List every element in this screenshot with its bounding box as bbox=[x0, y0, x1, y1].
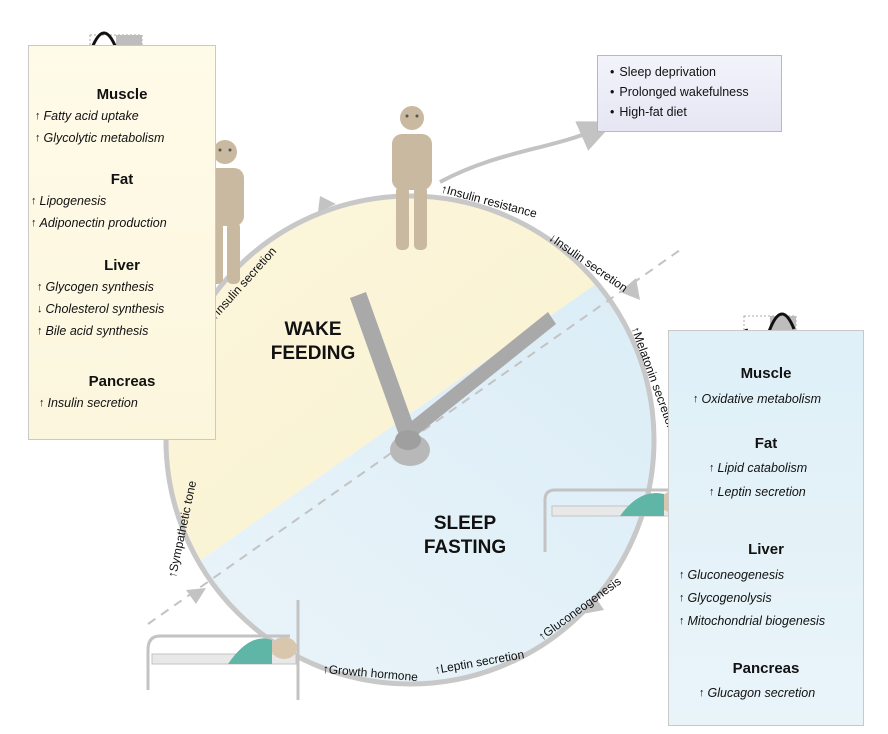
wake-pancreas-effect-1: ↑Insulin secretion bbox=[39, 396, 138, 410]
ring-arrows bbox=[186, 196, 640, 614]
wake-muscle-title: Muscle bbox=[96, 86, 148, 103]
sleep-label-line2: FASTING bbox=[423, 537, 507, 558]
risk-item: High-fat diet bbox=[610, 102, 781, 122]
hour-hand bbox=[350, 292, 416, 438]
up-arrow-icon: ↑ bbox=[709, 486, 715, 498]
up-arrow-icon: ↑ bbox=[39, 397, 45, 409]
wake-liver-effect-3: ↑Bile acid synthesis bbox=[37, 324, 149, 338]
minute-hand bbox=[398, 312, 556, 444]
wake-label-line2: FEEDING bbox=[270, 343, 356, 364]
wake-liver-title: Liver bbox=[104, 257, 140, 274]
up-arrow-icon: ↑ bbox=[693, 393, 699, 405]
sleep-muscle-effect-1: ↑Oxidative metabolism bbox=[693, 392, 821, 406]
sleep-fasting-label: SLEEP FASTING bbox=[410, 512, 520, 560]
wake-fat-effect-1: ↑Lipogenesis bbox=[31, 194, 107, 208]
up-arrow-icon: ↑ bbox=[679, 569, 685, 581]
sleep-fat-effect-1: ↑Lipid catabolism bbox=[709, 461, 808, 475]
up-arrow-icon: ↑ bbox=[709, 462, 715, 474]
up-arrow-icon: ↑ bbox=[37, 281, 43, 293]
sleep-liver-effect-2: ↑Glycogenolysis bbox=[679, 591, 772, 605]
wake-label-line1: WAKE bbox=[284, 319, 342, 340]
sleep-label-line1: SLEEP bbox=[433, 513, 497, 534]
risk-item: Sleep deprivation bbox=[610, 62, 781, 82]
wake-liver-effect-1: ↑Glycogen synthesis bbox=[37, 280, 154, 294]
wake-pancreas-title: Pancreas bbox=[88, 373, 156, 390]
risk-arrow bbox=[439, 121, 615, 184]
sleep-pancreas-effect-1: ↑Glucagon secretion bbox=[699, 686, 816, 700]
up-arrow-icon: ↑ bbox=[35, 110, 41, 122]
up-arrow-icon: ↑ bbox=[679, 615, 685, 627]
wake-feeding-label: WAKE FEEDING bbox=[258, 318, 368, 366]
up-arrow-icon: ↑ bbox=[679, 592, 685, 604]
up-arrow-icon: ↑ bbox=[35, 132, 41, 144]
sleep-fat-effect-2: ↑Leptin secretion bbox=[709, 485, 806, 499]
wake-liver-effect-2: ↓Cholesterol synthesis bbox=[37, 302, 165, 316]
sleep-metabolism-panel: Muscle ↑Oxidative metabolism Fat ↑Lipid … bbox=[668, 330, 864, 726]
wake-half bbox=[166, 196, 654, 684]
wake-muscle-effect-2: ↑Glycolytic metabolism bbox=[35, 131, 165, 145]
up-arrow-icon: ↑ bbox=[31, 195, 37, 207]
up-arrow-icon: ↑ bbox=[699, 687, 705, 699]
sleep-liver-title: Liver bbox=[748, 541, 784, 558]
down-arrow-icon: ↓ bbox=[37, 303, 43, 315]
awake-person-icon-top bbox=[392, 106, 432, 250]
sleep-pancreas-title: Pancreas bbox=[732, 660, 800, 677]
sleep-liver-effect-3: ↑Mitochondrial biogenesis bbox=[679, 614, 826, 628]
ring-arrow-left bbox=[186, 588, 206, 604]
sleep-fat-title: Fat bbox=[754, 435, 778, 452]
sleep-muscle-title: Muscle bbox=[740, 365, 792, 382]
wake-fat-title: Fat bbox=[110, 171, 134, 188]
risk-item: Prolonged wakefulness bbox=[610, 82, 781, 102]
ring-arrow-right bbox=[620, 278, 640, 300]
wake-metabolism-panel: Muscle ↑Fatty acid uptake ↑Glycolytic me… bbox=[28, 45, 216, 440]
sleeping-person-icon-bottom bbox=[146, 600, 300, 700]
risk-factors-box: Sleep deprivation Prolonged wakefulness … bbox=[597, 55, 782, 132]
up-arrow-icon: ↑ bbox=[37, 325, 43, 337]
up-arrow-icon: ↑ bbox=[31, 217, 37, 229]
ring-arrow-bottom-right bbox=[582, 598, 604, 614]
wake-fat-effect-2: ↑Adiponectin production bbox=[31, 216, 167, 230]
clock-ring bbox=[163, 193, 657, 687]
sleep-liver-effect-1: ↑Gluconeogenesis bbox=[679, 568, 785, 582]
clock-hands bbox=[350, 292, 556, 466]
wake-muscle-effect-1: ↑Fatty acid uptake bbox=[35, 109, 139, 123]
ring-arrow-top bbox=[318, 196, 336, 212]
